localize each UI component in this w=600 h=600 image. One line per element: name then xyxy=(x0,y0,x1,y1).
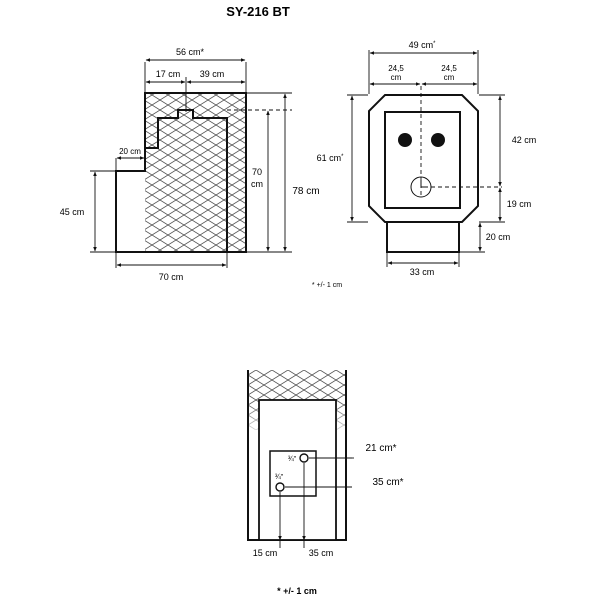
side-width-label: 56 cm* xyxy=(176,47,205,57)
upper-connection-size: ¾" xyxy=(288,456,297,463)
front-base-height-label: 20 cm xyxy=(486,232,511,242)
upper-connection-icon xyxy=(299,453,309,463)
front-half-left-label: 24,5 xyxy=(388,64,404,73)
side-left-width-label: 17 cm xyxy=(156,69,181,79)
side-inner-height-label-1: 70 xyxy=(252,167,262,177)
front-base-width-label: 33 cm xyxy=(410,267,435,277)
side-base-width-label: 70 cm xyxy=(159,272,184,282)
side-right-width-label: 39 cm xyxy=(200,69,225,79)
lower-connection-height-label: 35 cm* xyxy=(372,477,403,488)
front-half-right-unit: cm xyxy=(444,73,455,82)
tolerance-note-bottom: * +/- 1 cm xyxy=(277,586,317,596)
front-half-left-unit: cm xyxy=(391,73,402,82)
lower-connection-size: ¾" xyxy=(275,474,284,481)
right-knob-icon xyxy=(431,133,445,147)
left-knob-icon xyxy=(398,133,412,147)
upper-connection-height-label: 21 cm* xyxy=(365,443,396,454)
front-control-panel xyxy=(384,111,461,209)
front-base-outline xyxy=(386,221,460,253)
front-panel-height-label: 42 cm xyxy=(512,135,537,145)
front-body-outline xyxy=(368,94,479,223)
front-width-label: 49 cm* xyxy=(409,40,437,50)
side-inner-wall xyxy=(144,109,228,252)
side-total-height-label: 78 cm xyxy=(292,186,319,197)
drawing-title: SY-216 BT xyxy=(226,4,290,19)
front-half-right-label: 24,5 xyxy=(441,64,457,73)
side-step-height-label: 45 cm xyxy=(60,207,85,217)
side-stone-hatch xyxy=(145,93,246,252)
rear-view: ¾" ¾" 21 cm* 35 cm* 15 cm 35 cm xyxy=(247,370,404,558)
rear-right-offset-label: 35 cm xyxy=(309,548,334,558)
side-inner-height-label-2: cm xyxy=(251,179,263,189)
tolerance-note-top: * +/- 1 cm xyxy=(312,282,342,289)
side-step-width-label: 20 cm xyxy=(119,147,141,156)
rear-left-offset-label: 15 cm xyxy=(253,548,278,558)
front-view: 49 cm* 24,5 cm 24,5 cm 61 cm* 42 cm 19 c… xyxy=(317,40,537,277)
front-clock-height-label: 19 cm xyxy=(507,199,532,209)
lower-connection-icon xyxy=(275,482,285,492)
front-body-height-label: 61 cm* xyxy=(317,153,345,163)
side-view: 56 cm* 17 cm 39 cm 20 cm 45 cm 70 cm 78 … xyxy=(60,47,320,282)
